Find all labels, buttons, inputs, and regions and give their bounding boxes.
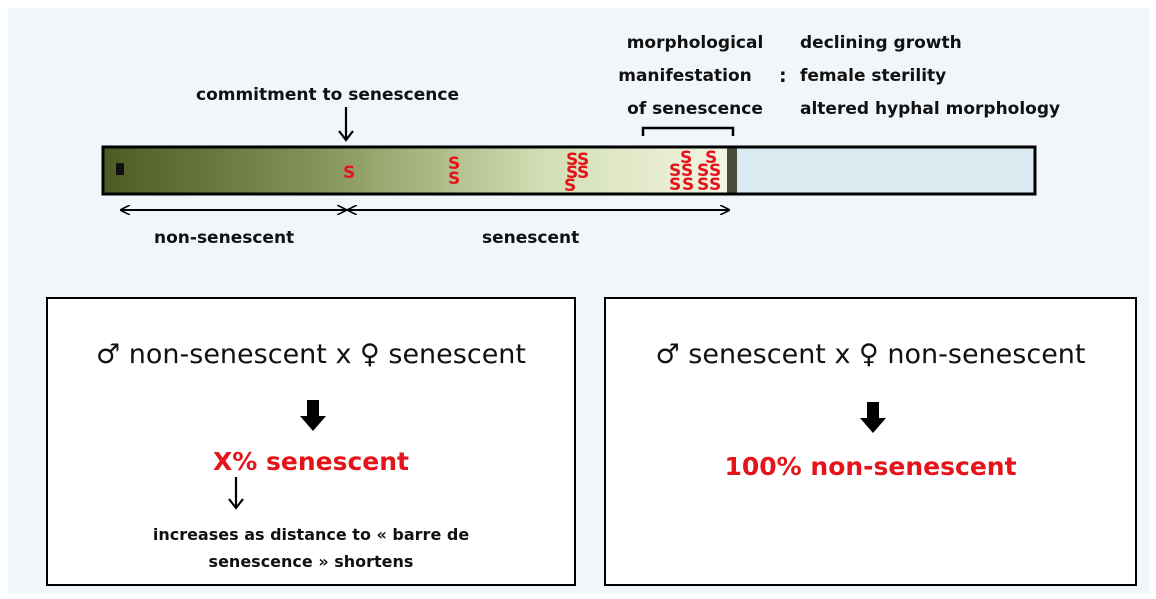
- effect-female-sterility: female sterility: [800, 66, 947, 86]
- phase-label-non-senescent: non-senescent: [154, 228, 295, 248]
- cross-result-arrow: [860, 402, 886, 433]
- marker-s-6: S: [566, 163, 578, 183]
- colony-bar-after: [733, 147, 1035, 194]
- marker-s-14: S: [709, 161, 721, 181]
- cross-result-arrow: [300, 400, 326, 431]
- cross-label: ♂ senescent x ♀ non-senescent: [655, 339, 1086, 370]
- marker-s-5: S: [577, 150, 589, 170]
- colony-bar-outline: [101, 145, 1037, 196]
- effect-altered-morphology: altered hyphal morphology: [800, 99, 1061, 119]
- marker-s-1: S: [343, 163, 355, 183]
- senescence-barrier: [727, 147, 737, 194]
- inoculum-mark: [116, 163, 124, 175]
- marker-s-9: S: [680, 148, 692, 168]
- result-x-percent-senescent: X% senescent: [212, 447, 410, 476]
- senescence-timeline: S S S S S S S S S S S S S S S S S S: [101, 107, 1037, 260]
- marker-s-3: S: [448, 169, 460, 189]
- senescence-markers: S S S S S S S S S S S S S S S S S S: [343, 148, 721, 196]
- note-arrow: [228, 477, 244, 510]
- note-line-1: increases as distance to « barre de: [152, 525, 470, 544]
- marker-s-2: S: [448, 154, 460, 174]
- marker-s-16: S: [682, 175, 694, 195]
- cross-box-male-senescent: ♂ senescent x ♀ non-senescent 100% non-s…: [604, 297, 1137, 586]
- marker-s-10: S: [705, 148, 717, 168]
- marker-s-13: S: [697, 161, 709, 181]
- marker-s-7: S: [577, 163, 589, 183]
- effect-declining-growth: declining growth: [800, 33, 962, 53]
- marker-s-4: S: [566, 150, 578, 170]
- marker-s-8: S: [564, 176, 576, 196]
- morph-label-line2: manifestation: [618, 66, 752, 86]
- note-line-2: senescence » shortens: [208, 552, 414, 571]
- manifestation-bracket: [641, 126, 735, 136]
- commitment-label: commitment to senescence: [196, 85, 459, 105]
- cross-box-male-non-senescent: ♂ non-senescent x ♀ senescent X% senesce…: [46, 297, 576, 586]
- marker-s-11: S: [669, 161, 681, 181]
- effects-colon: :: [779, 65, 787, 87]
- colony-bar-growth: [103, 147, 733, 194]
- marker-s-18: S: [709, 175, 721, 195]
- marker-s-12: S: [681, 161, 693, 181]
- marker-s-15: S: [669, 175, 681, 195]
- morph-label-line3: of senescence: [627, 99, 763, 119]
- phase-label-senescent: senescent: [482, 228, 580, 248]
- cross-label: ♂ non-senescent x ♀ senescent: [95, 339, 527, 370]
- morph-label-line1: morphological: [626, 33, 764, 53]
- commitment-arrowhead: [338, 130, 354, 142]
- result-100-percent-non-senescent: 100% non-senescent: [724, 452, 1017, 481]
- marker-s-17: S: [697, 175, 709, 195]
